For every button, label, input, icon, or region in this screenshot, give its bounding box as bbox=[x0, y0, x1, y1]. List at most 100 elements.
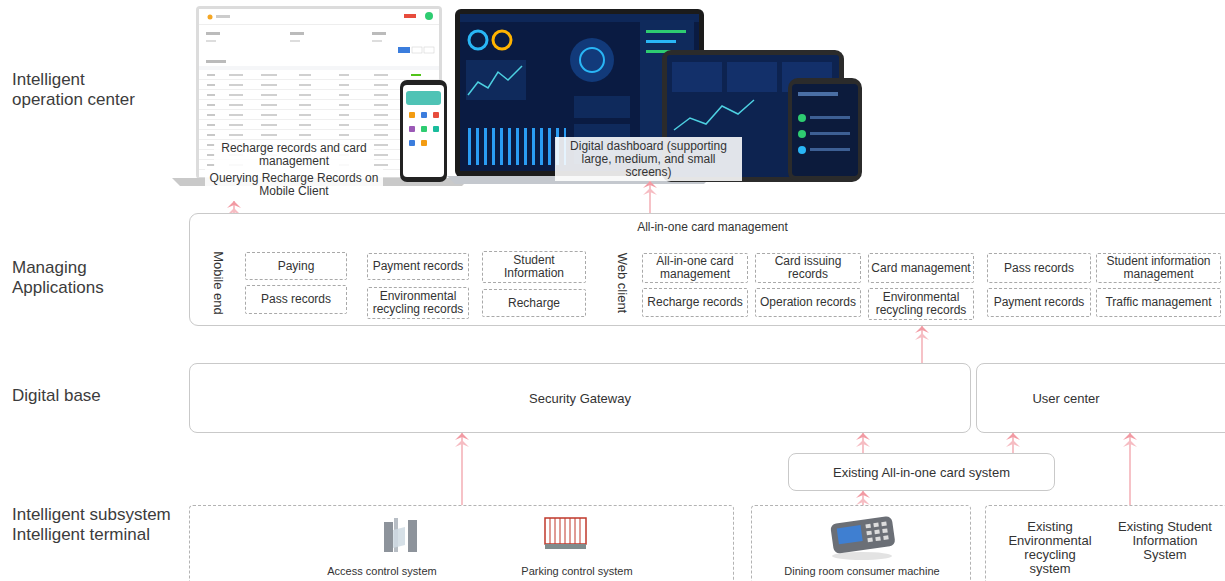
function-box: Operation records bbox=[755, 288, 861, 317]
arrow-head bbox=[1123, 433, 1137, 440]
consumer-machine-icon bbox=[832, 552, 892, 560]
arrow-line bbox=[649, 181, 651, 213]
function-box: Card management bbox=[868, 253, 974, 283]
layer-label: Digital base bbox=[12, 386, 172, 406]
node-text: Operation records bbox=[760, 296, 856, 309]
laptop-screenshot bbox=[206, 60, 226, 63]
caption-box: Digital dashboard (supporting large, med… bbox=[555, 137, 742, 181]
function-box: Paying bbox=[245, 252, 347, 280]
flow-arrow bbox=[643, 181, 657, 213]
dashboard-laptop bbox=[574, 96, 630, 118]
arrow-head bbox=[643, 188, 657, 195]
function-box: Recharge records bbox=[642, 288, 748, 317]
arrow-line bbox=[921, 326, 923, 363]
arrow-head bbox=[856, 498, 870, 505]
function-box: Student Information bbox=[482, 251, 586, 283]
phone-screenshot bbox=[433, 112, 439, 118]
turnstile-icon bbox=[384, 522, 393, 552]
laptop-screenshot bbox=[290, 40, 300, 42]
platform-box: User center bbox=[976, 363, 1225, 433]
subsystem-group: Existing Environmental recycling systemE… bbox=[985, 505, 1225, 581]
arrow-head bbox=[455, 433, 469, 440]
node-text: Access control system bbox=[307, 565, 457, 578]
node-text: Digital dashboard (supporting large, med… bbox=[558, 140, 739, 179]
phone-dashboard bbox=[798, 92, 838, 96]
node-text: Pass records bbox=[1004, 262, 1074, 275]
arrow-head bbox=[856, 491, 870, 498]
consumer-machine-icon bbox=[865, 524, 871, 529]
laptop-screenshot bbox=[412, 47, 422, 53]
node-text: Security Gateway bbox=[529, 391, 631, 406]
dashboard-laptop bbox=[646, 40, 676, 43]
caption-box: Recharge records and card management bbox=[214, 140, 374, 170]
layer-label: Intelligent operation center bbox=[12, 70, 152, 110]
function-box: Student information management bbox=[1096, 253, 1221, 283]
consumer-machine-icon bbox=[882, 528, 888, 533]
function-box: Recharge bbox=[482, 289, 586, 317]
laptop-screenshot bbox=[206, 40, 216, 42]
phone-dashboard bbox=[798, 146, 806, 154]
phone-dashboard bbox=[788, 78, 862, 182]
system-box: Existing All-in-one card system bbox=[788, 453, 1055, 491]
subsystem-group: Access control systemParking control sys… bbox=[189, 505, 734, 581]
node-text: Querying Recharge Records on Mobile Clie… bbox=[208, 172, 380, 198]
arrow-head bbox=[856, 433, 870, 440]
node-text: Recharge records bbox=[647, 296, 742, 309]
flow-arrow bbox=[856, 491, 870, 505]
dashboard-laptop bbox=[570, 38, 614, 82]
barrier-icon bbox=[545, 518, 586, 544]
node-text: Payment records bbox=[994, 296, 1085, 309]
node-text: Existing Environmental recycling system bbox=[1002, 520, 1098, 576]
subsystem-group: Dining room consumer machine bbox=[751, 505, 971, 581]
phone-screenshot bbox=[421, 140, 427, 146]
layer-label: Intelligent subsystem Intelligent termin… bbox=[12, 505, 188, 545]
tablet-dashboard bbox=[674, 100, 754, 130]
arrow-head bbox=[915, 333, 929, 340]
laptop-screenshot bbox=[425, 12, 433, 20]
function-box: Pass records bbox=[245, 285, 347, 314]
layer-label: Managing Applications bbox=[12, 258, 152, 298]
arrow-head bbox=[856, 440, 870, 447]
consumer-machine-icon bbox=[830, 516, 896, 554]
laptop-screenshot bbox=[372, 40, 382, 42]
function-box: Payment records bbox=[987, 288, 1091, 317]
consumer-machine-icon bbox=[866, 531, 872, 536]
dashboard-laptop bbox=[469, 31, 487, 49]
phone-screenshot bbox=[409, 126, 415, 132]
function-box: All-in-one card management bbox=[642, 253, 748, 283]
consumer-machine-icon bbox=[881, 521, 887, 526]
consumer-machine-icon bbox=[837, 525, 863, 544]
tablet-dashboard bbox=[672, 62, 722, 92]
phone-screenshot bbox=[421, 126, 427, 132]
flow-arrow bbox=[915, 326, 929, 363]
consumer-machine-icon bbox=[830, 516, 896, 560]
flow-arrow bbox=[455, 433, 469, 505]
laptop-screenshot bbox=[290, 32, 304, 35]
dashboard-laptop bbox=[580, 48, 604, 72]
function-box: Card issuing records bbox=[755, 253, 861, 283]
flow-arrow bbox=[1006, 433, 1020, 453]
node-text: Card management bbox=[871, 262, 970, 275]
consumer-machine-icon bbox=[875, 536, 881, 541]
turnstile-icon bbox=[393, 527, 405, 548]
phone-screenshot bbox=[433, 126, 439, 132]
turnstile-icon bbox=[408, 520, 417, 552]
laptop-screenshot bbox=[398, 47, 410, 53]
node-text: Payment records bbox=[373, 260, 464, 273]
dashboard-laptop bbox=[468, 66, 522, 95]
node-text: Recharge bbox=[508, 297, 560, 310]
node-text: Traffic management bbox=[1105, 296, 1211, 309]
laptop-screenshot bbox=[208, 15, 213, 20]
dashboard-laptop bbox=[493, 31, 511, 49]
phone-dashboard bbox=[788, 78, 862, 182]
node-text: Card issuing records bbox=[758, 255, 858, 281]
consumer-machine-icon bbox=[883, 535, 889, 540]
arrow-head bbox=[455, 440, 469, 447]
flow-arrow bbox=[856, 433, 870, 453]
phone-screenshot bbox=[403, 85, 444, 177]
laptop-screenshot bbox=[199, 66, 439, 70]
laptop-screenshot bbox=[404, 14, 416, 18]
barrier-icon bbox=[545, 544, 586, 549]
phone-screenshot bbox=[421, 112, 427, 118]
arrow-head bbox=[1006, 433, 1020, 440]
